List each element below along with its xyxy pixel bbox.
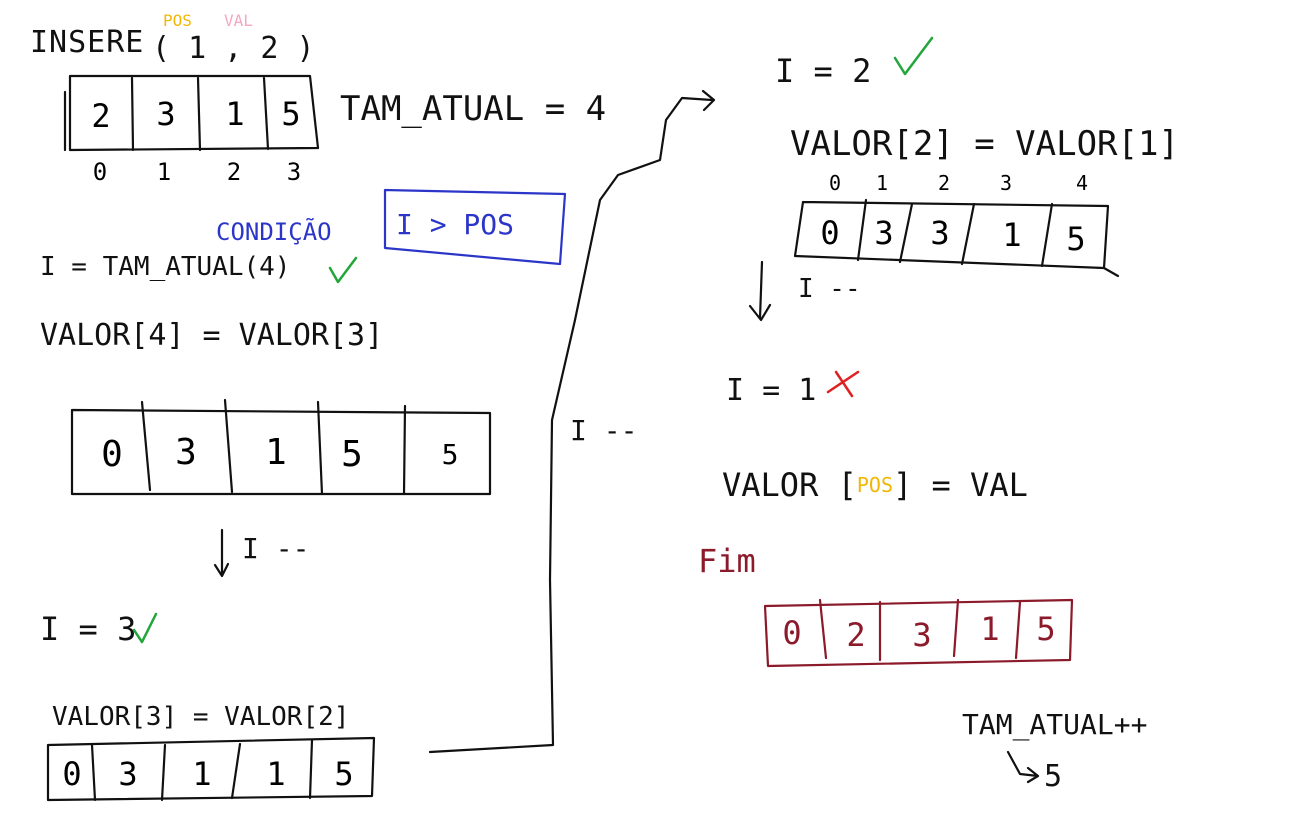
array-divider — [1040, 202, 1054, 268]
array-index: 3 — [287, 158, 301, 186]
array-divider — [952, 598, 960, 658]
pos-annotation: POS — [163, 11, 192, 30]
array-frame — [793, 200, 1120, 278]
array-cell: 5 — [341, 434, 363, 475]
step-i2: I = 2 — [775, 52, 871, 90]
final-assign-suffix: ] = VAL — [893, 466, 1028, 504]
array-cell: 5 — [334, 755, 353, 793]
array-cell: 3 — [175, 432, 197, 473]
final-assign-pos: POS — [857, 473, 893, 497]
array-index: 0 — [93, 158, 107, 186]
array-cell: 1 — [225, 95, 244, 133]
array-divider — [960, 202, 976, 266]
array-cell: 0 — [62, 755, 81, 793]
array-divider — [1014, 600, 1022, 660]
array-index: 4 — [1076, 171, 1088, 195]
array-cell: 2 — [846, 616, 865, 654]
step-dec2: I -- — [798, 274, 861, 304]
arrow-icon — [748, 260, 772, 322]
condition-box — [383, 188, 567, 266]
array-divider — [130, 76, 135, 152]
array-cell: 3 — [930, 214, 949, 252]
final-array: 0 2 3 1 5 — [763, 598, 1074, 668]
array-index: 0 — [829, 171, 841, 195]
array-cell: 3 — [156, 95, 175, 133]
array-cell: 1 — [1002, 216, 1021, 254]
step-dec-mid: I -- — [570, 414, 637, 447]
val-annotation: VAL — [224, 11, 253, 30]
array-divider — [262, 76, 270, 151]
array-divider — [316, 400, 324, 496]
final-assign-prefix: VALOR [ — [722, 466, 857, 504]
array-divider — [140, 400, 152, 492]
array-divider — [856, 198, 868, 262]
array-divider — [898, 202, 914, 264]
array-divider — [230, 742, 242, 800]
array-cell: 3 — [118, 755, 137, 793]
check-icon — [328, 256, 358, 284]
step-i4: I = TAM_ATUAL(4) — [40, 252, 290, 282]
array-cell: 5 — [1066, 220, 1085, 258]
step-assign2: VALOR[2] = VALOR[1] — [790, 124, 1179, 164]
array-cell: 0 — [782, 614, 801, 652]
array-cell: 5 — [1036, 610, 1055, 648]
array-cell: 1 — [192, 755, 211, 793]
array-cell: 3 — [874, 214, 893, 252]
arrow-icon — [1006, 750, 1040, 784]
insere-args: ( 1 , 2 ) — [152, 31, 315, 66]
array-step2: 0 3 3 1 5 — [793, 198, 1120, 278]
cross-icon — [826, 370, 860, 398]
array-cell: 1 — [266, 755, 285, 793]
array-frame — [68, 74, 320, 152]
tam-atual-label: TAM_ATUAL = 4 — [340, 89, 606, 129]
array-cell: 5 — [442, 438, 459, 471]
condition-label: CONDIÇÃO — [216, 216, 332, 246]
array-cell: 2 — [91, 97, 110, 135]
array-divider — [196, 76, 202, 152]
initial-array: 2 3 1 5 0 1 2 3 — [63, 74, 320, 186]
array-index: 1 — [876, 171, 888, 195]
array-step4: 0 3 1 5 5 — [70, 398, 492, 496]
array-divider — [160, 743, 167, 802]
array-frame — [70, 408, 492, 496]
array-frame — [763, 598, 1074, 668]
step-assign4: VALOR[4] = VALOR[3] — [40, 318, 383, 353]
step-assign3: VALOR[3] = VALOR[2] — [52, 702, 349, 732]
condition-expr: I > POS — [396, 208, 514, 241]
check-icon — [893, 36, 934, 76]
array-cell: 1 — [980, 610, 999, 648]
array-cell: 5 — [281, 95, 300, 133]
array-index: 1 — [157, 158, 171, 186]
fim-label: Fim — [698, 542, 756, 580]
array-cell: 0 — [101, 434, 123, 475]
step-i3: I = 3 — [40, 610, 136, 648]
tam-increment: TAM_ATUAL++ — [962, 708, 1147, 742]
array-divider — [90, 743, 97, 802]
array-cell: 1 — [265, 432, 287, 473]
array-divider — [818, 598, 828, 660]
array-frame — [46, 736, 376, 802]
step-i1: I = 1 — [726, 373, 816, 408]
array-cell: 3 — [912, 616, 931, 654]
arrow-icon — [213, 528, 230, 578]
array-divider — [223, 398, 234, 494]
insere-label: INSERE — [30, 25, 144, 60]
check-icon — [132, 612, 158, 644]
array-step3: 0 3 1 1 5 — [46, 736, 376, 802]
array-index: 2 — [938, 171, 950, 195]
step-dec1: I -- — [242, 532, 309, 565]
array-index: 3 — [1000, 171, 1012, 195]
tam-result: 5 — [1044, 759, 1062, 794]
array-cell: 0 — [820, 214, 839, 252]
array-index: 2 — [227, 158, 241, 186]
final-assign: VALOR [POS] = VAL — [722, 466, 1028, 504]
connector-line — [428, 89, 716, 754]
array-divider — [402, 404, 407, 496]
array-divider — [308, 738, 314, 800]
